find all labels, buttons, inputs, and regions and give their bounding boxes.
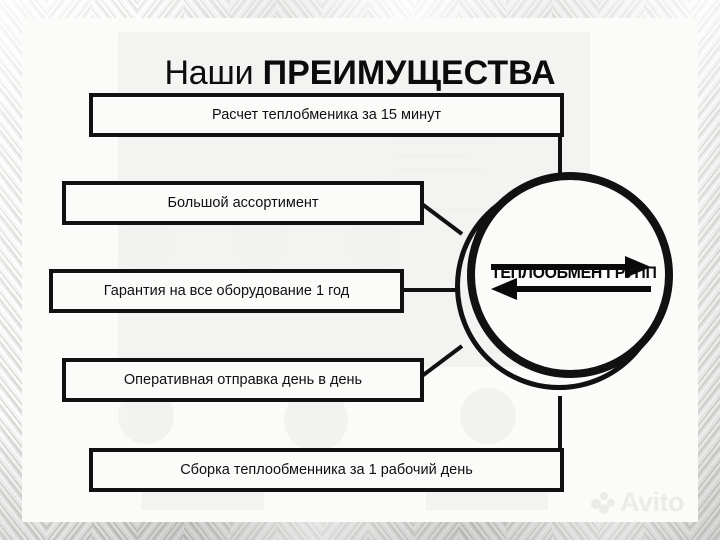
benefit-label-2: Большой ассортимент <box>167 195 319 211</box>
benefits-diagram: Расчет теплобменика за 15 минут Большой … <box>22 18 698 522</box>
logo-text: ТЕПЛООБМЕН ГРУПП <box>491 263 657 282</box>
logo-arrow-right <box>491 256 651 278</box>
page-title-regular: Наши <box>164 53 263 92</box>
content-panel: Наши ПРЕИМУЩЕСТВА Расчет теплобменика за… <box>22 18 698 522</box>
logo-arrow-mark: ТЕПЛООБМЕН ГРУПП <box>485 252 657 300</box>
avito-watermark: Avito <box>591 487 685 517</box>
connector-line-2 <box>420 202 464 236</box>
avito-logo-icon <box>591 491 615 514</box>
benefit-box-5[interactable]: Сборка теплообменника за 1 рабочий день <box>89 448 564 492</box>
connector-lines <box>402 137 562 450</box>
benefit-box-1[interactable]: Расчет теплобменика за 15 минут <box>89 93 564 137</box>
benefit-label-3: Гарантия на все оборудование 1 год <box>103 283 350 299</box>
logo-inner-ring <box>467 172 673 378</box>
benefit-box-3[interactable]: Гарантия на все оборудование 1 год <box>49 269 404 313</box>
benefit-label-4: Оперативная отправка день в день <box>123 372 363 388</box>
benefit-label-1: Расчет теплобменика за 15 минут <box>212 107 441 123</box>
benefit-box-2[interactable]: Большой ассортимент <box>62 181 424 225</box>
logo-arrow-left <box>491 278 651 300</box>
benefit-box-4[interactable]: Оперативная отправка день в день <box>62 358 424 402</box>
logo-double-arrow-icon <box>491 256 651 300</box>
page-title-strong: ПРЕИМУЩЕСТВА <box>262 53 556 92</box>
page-title: Наши ПРЕИМУЩЕСТВА <box>22 53 698 93</box>
connector-line-4 <box>420 344 464 378</box>
avito-wordmark: Avito <box>620 487 685 517</box>
company-logo-badge[interactable]: ТЕПЛООБМЕН ГРУПП <box>455 172 673 400</box>
benefit-label-5: Сборка теплообменника за 1 рабочий день <box>180 462 473 478</box>
